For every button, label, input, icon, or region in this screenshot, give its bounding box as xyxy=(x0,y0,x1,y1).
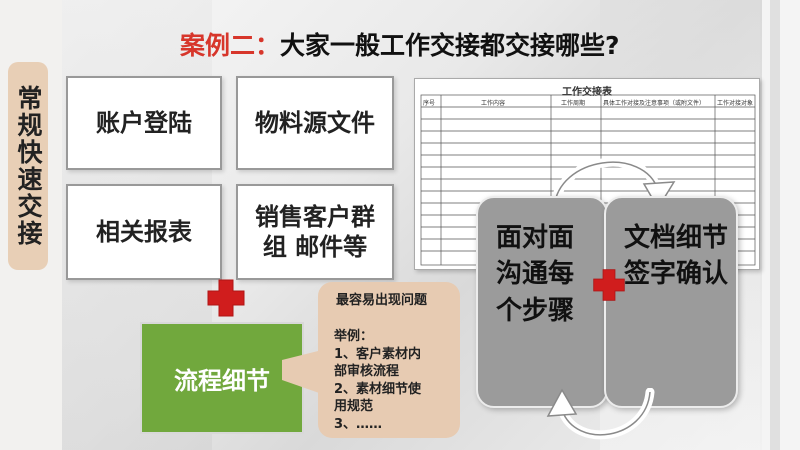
item-box-label: 账户登陆 xyxy=(96,109,192,137)
item-box-label: 物料源文件 xyxy=(255,109,375,137)
problem-line: 3、…… xyxy=(334,416,383,432)
problem-heading: 最容易出现问题 xyxy=(336,293,428,308)
side-label-text: 常规快速交接 xyxy=(14,85,43,247)
plus-icon xyxy=(207,279,245,317)
item-box-account-login: 账户登陆 xyxy=(66,76,222,170)
item-box-reports: 相关报表 xyxy=(66,184,222,280)
problem-line: 用规范 xyxy=(334,399,374,415)
item-box-source-files: 物料源文件 xyxy=(236,76,394,170)
problem-line: 部审核流程 xyxy=(334,364,400,380)
table-header: 具体工作对接及注意事项（或附文件） xyxy=(603,100,706,107)
table-header: 工作对接对象 xyxy=(717,100,754,107)
cycle-arrow-bottom-icon xyxy=(546,388,655,440)
card-document-signoff: 文档细节签字确认 xyxy=(604,196,738,408)
item-box-label: 相关报表 xyxy=(96,218,192,246)
title-question: 大家一般工作交接都交接哪些? xyxy=(280,31,620,60)
card-text: 文档细节签字确认 xyxy=(624,223,729,290)
table-header: 工作内容 xyxy=(481,100,506,107)
problem-body: 举例： 1、客户素材内 部审核流程 2、素材细节使 用规范 3、…… xyxy=(334,328,454,433)
callout-pointer xyxy=(282,350,322,394)
item-box-label: 销售客户群组 邮件等 xyxy=(255,203,375,261)
table-header: 工作周期 xyxy=(561,100,586,107)
slide-title: 案例二：大家一般工作交接都交接哪些? xyxy=(180,26,680,62)
item-box-customer-groups: 销售客户群组 邮件等 xyxy=(236,184,394,280)
problem-line: 2、素材细节使 xyxy=(334,381,422,397)
case-label: 案例二： xyxy=(180,31,281,60)
side-category-label: 常规快速交接 xyxy=(8,62,48,270)
table-title: 工作交接表 xyxy=(562,87,612,98)
cycle-arrow-top-icon xyxy=(549,157,676,212)
table-header: 序号 xyxy=(423,100,436,107)
problem-callout: 最容易出现问题 举例： 1、客户素材内 部审核流程 2、素材细节使 用规范 3、… xyxy=(318,282,460,438)
process-details-box: 流程细节 xyxy=(140,322,304,434)
plus-icon xyxy=(593,269,625,301)
scrollbar[interactable] xyxy=(762,0,800,450)
example-label: 举例： xyxy=(334,329,374,344)
card-text: 面对面沟通每个步骤 xyxy=(496,223,575,326)
problem-line: 1、客户素材内 xyxy=(334,346,422,362)
process-label: 流程细节 xyxy=(174,366,270,395)
card-face-to-face: 面对面沟通每个步骤 xyxy=(476,196,608,408)
